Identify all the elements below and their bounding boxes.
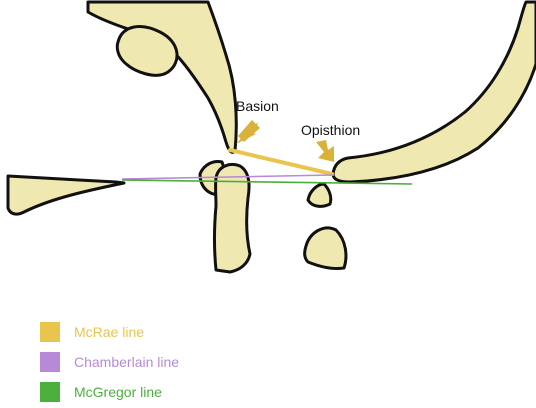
legend-label-mcrae: McRae line [74,324,144,340]
opisthion-arrow-icon [316,140,334,162]
axis-spinous-process [305,228,346,269]
hard-palate [8,176,124,214]
atlas-posterior-arch [308,184,331,206]
opisthion-label: Opisthion [301,122,360,138]
occipital-bone [333,2,536,182]
basion-label: Basion [236,98,279,114]
chamberlain-swatch [40,352,60,372]
legend: McRae line Chamberlain line McGregor lin… [40,318,179,408]
mcrae-swatch [40,322,60,342]
legend-item-mcrae: McRae line [40,318,179,346]
legend-label-mcgregor: McGregor line [74,384,162,400]
clivus-bone [88,2,236,152]
legend-item-chamberlain: Chamberlain line [40,348,179,376]
legend-label-chamberlain: Chamberlain line [74,354,179,370]
mcgregor-swatch [40,382,60,402]
legend-item-mcgregor: McGregor line [40,378,179,406]
